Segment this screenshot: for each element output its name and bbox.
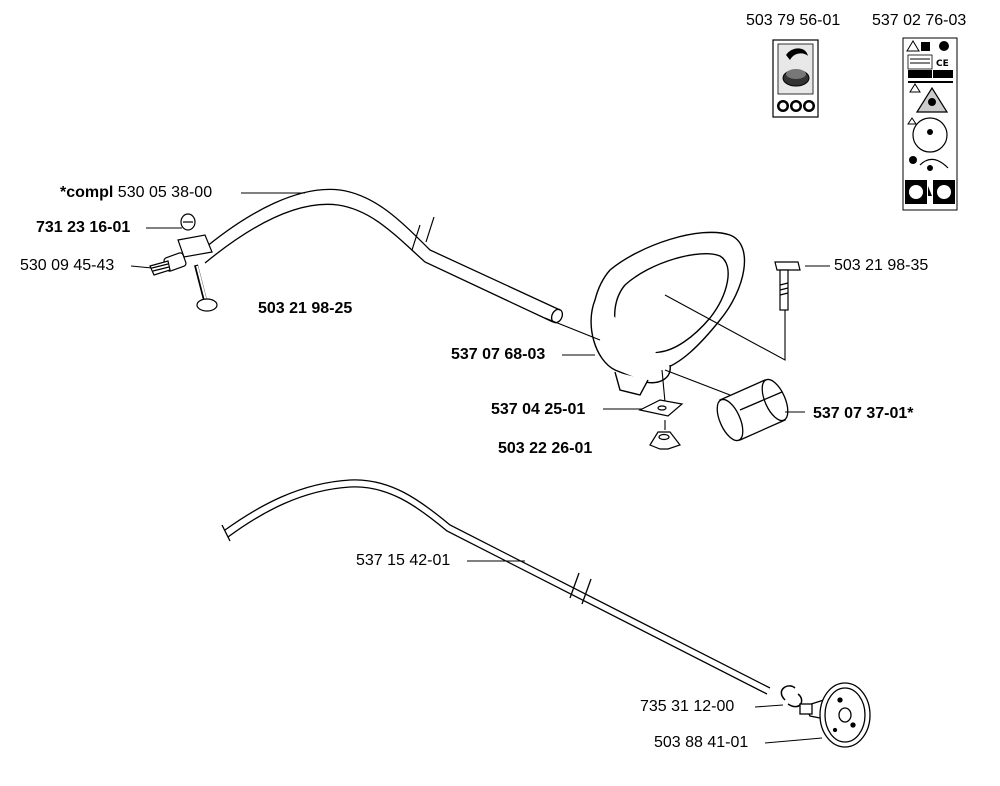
bolt-leader [544,294,786,430]
part-label-503219825: 503 21 98-25 [258,300,353,317]
clamp-assembly [149,213,218,312]
handle-bolt [774,261,801,311]
part-label-537076803: 537 07 68-03 [451,346,546,363]
ce-mark: CE [936,59,949,69]
clamp-plate [638,399,684,417]
part-label-503222601: 503 22 26-01 [498,440,593,457]
hand-icon [786,48,808,60]
helmet-icon [939,41,949,51]
decal-503795601 [772,39,819,118]
grip-sleeve [716,378,789,442]
part-label-537073701: 537 07 37-01* [813,405,914,422]
part-label-503219835: 503 21 98-35 [834,257,929,274]
part-label-537027603: 537 02 76-03 [872,12,967,29]
compl-number: 530 05 38-00 [117,184,213,201]
part-label-735311200: 735 31 12-00 [640,698,735,715]
shaft-tube [199,188,564,324]
warning-icon [907,117,917,125]
part-label-503884101: 503 88 41-01 [654,734,749,751]
screw-head-icon [196,298,218,312]
part-label-530094543: 530 09 45-43 [20,257,115,274]
wing-nut [649,431,681,450]
book-icon [921,42,930,51]
loop-handle [590,231,746,396]
part-label-537154201: 537 15 42-01 [356,552,451,569]
coupling-drum [799,682,871,748]
drive-shaft [221,479,771,695]
warning-icon [906,40,920,52]
circlip [780,685,803,708]
part-label-503795601: 503 79 56-01 [746,12,841,29]
compl-prefix: *compl [60,184,114,201]
part-label-compl: *compl 530 05 38-00 [60,184,212,202]
person-icon [909,156,917,164]
part-label-731231601: 731 23 16-01 [36,219,131,236]
warning-icon [909,83,921,93]
decal-537027603: CE [902,37,958,211]
label-leaders [130,192,830,744]
part-label-537042501: 537 04 25-01 [491,401,586,418]
